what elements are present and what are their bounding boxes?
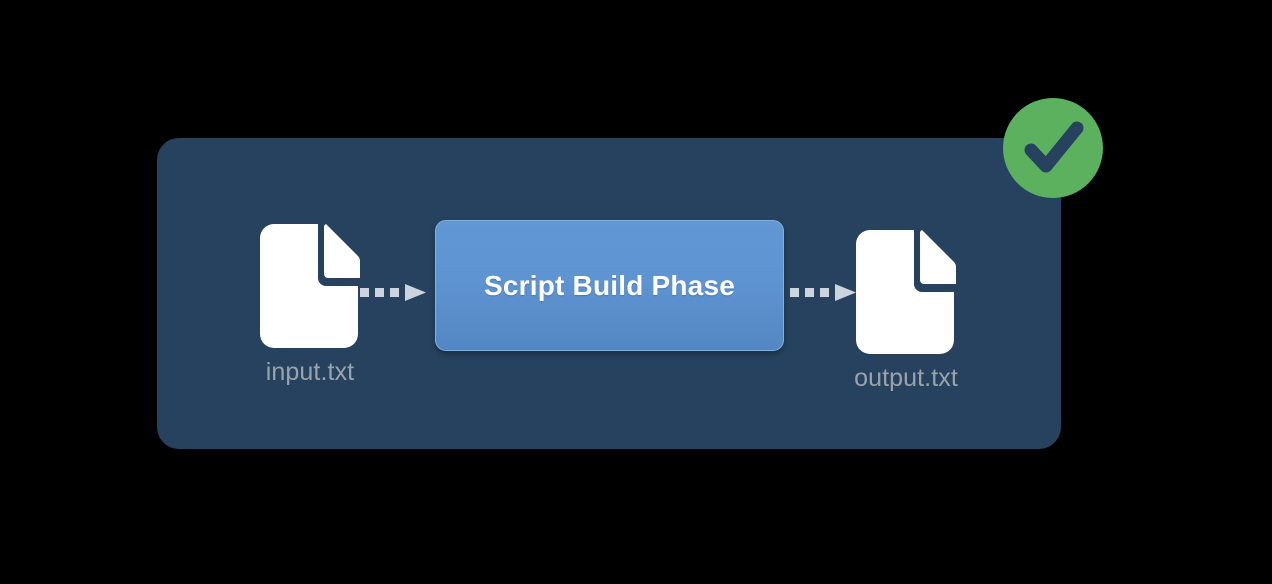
- file-document-icon: [260, 224, 361, 348]
- node-output-label: output.txt: [854, 364, 958, 392]
- script-build-phase-box[interactable]: Script Build Phase: [435, 220, 784, 351]
- node-input-label: input.txt: [265, 358, 355, 386]
- connector-input-to-phase: [360, 284, 426, 301]
- script-build-phase-label: Script Build Phase: [484, 269, 735, 301]
- connector-phase-to-output: [790, 284, 856, 301]
- node-input[interactable]: input.txt: [246, 222, 374, 385]
- check-circle-icon: [1003, 98, 1103, 198]
- file-document-icon: [856, 230, 957, 354]
- node-output[interactable]: output.txt: [842, 228, 970, 391]
